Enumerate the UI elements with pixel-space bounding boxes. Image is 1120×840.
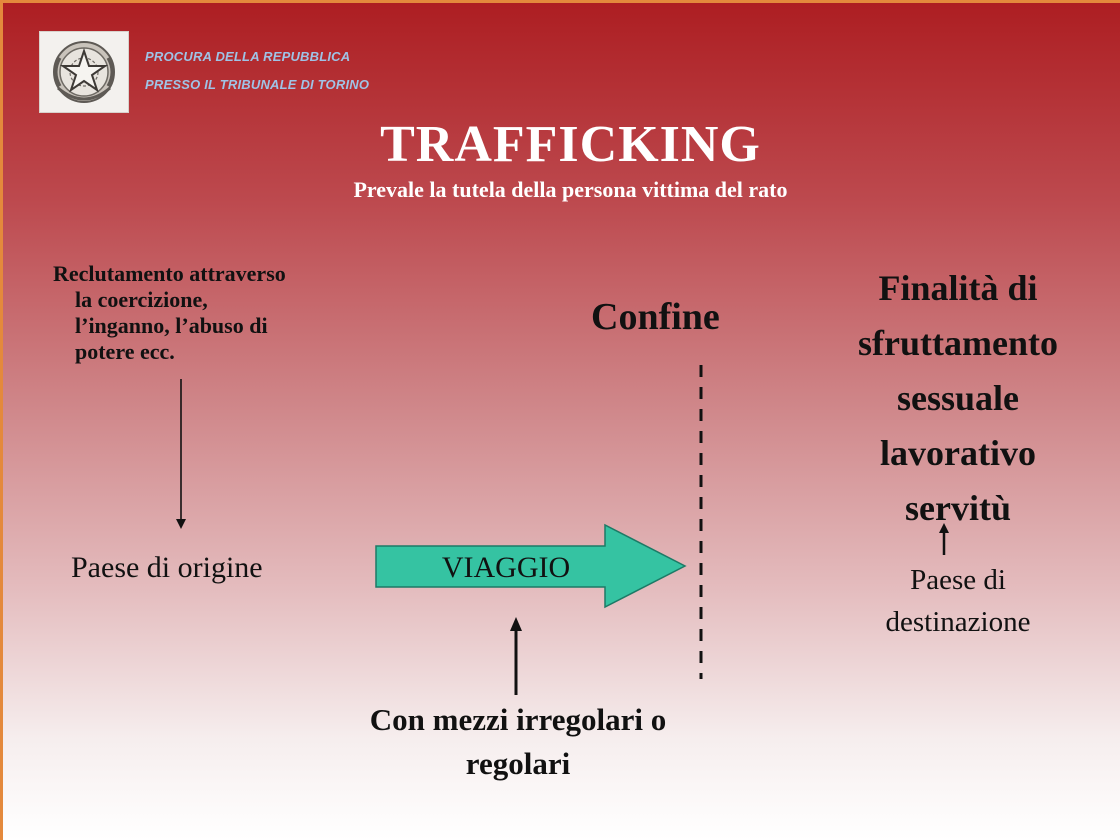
origin-country-label: Paese di origine (71, 551, 263, 584)
means-text: Con mezzi irregolari o regolari (293, 698, 743, 786)
header-office: PROCURA DELLA REPUBBLICA (145, 49, 351, 64)
recruitment-line: potere ecc. (75, 339, 175, 364)
purpose-line: Finalità di (878, 268, 1038, 308)
means-line: regolari (465, 746, 571, 781)
emblem-icon (39, 31, 129, 113)
recruitment-arrow-head (176, 519, 186, 529)
purpose-text: Finalità di sfruttamento sessuale lavora… (823, 261, 1093, 536)
means-line: Con mezzi irregolari o (369, 702, 667, 737)
destination-country-label: Paese di destinazione (813, 559, 1103, 643)
purpose-line: sessuale (896, 378, 1019, 418)
purpose-line: sfruttamento (858, 323, 1058, 363)
journey-arrow (375, 523, 687, 609)
recruitment-line: Reclutamento attraverso (53, 261, 286, 286)
means-arrow-head (510, 617, 522, 631)
header-court: PRESSO IL TRIBUNALE DI TORINO (145, 77, 370, 92)
recruitment-line: l’inganno, l’abuso di (75, 313, 268, 338)
slide-title: TRAFFICKING (380, 116, 761, 173)
purpose-line: servitù (905, 488, 1011, 528)
slide-subtitle: Prevale la tutela della persona vittima … (353, 177, 788, 202)
destination-line: Paese di (910, 564, 1006, 596)
recruitment-text: Reclutamento attraverso la coercizione, … (53, 261, 373, 365)
destination-arrow-head (939, 523, 949, 533)
purpose-line: lavorativo (880, 433, 1036, 473)
destination-line: destinazione (885, 606, 1031, 638)
diagram-connectors (176, 365, 949, 695)
border-label: Confine (591, 296, 720, 338)
journey-label: VIAGGIO (441, 551, 571, 584)
recruitment-line: la coercizione, (75, 287, 208, 312)
